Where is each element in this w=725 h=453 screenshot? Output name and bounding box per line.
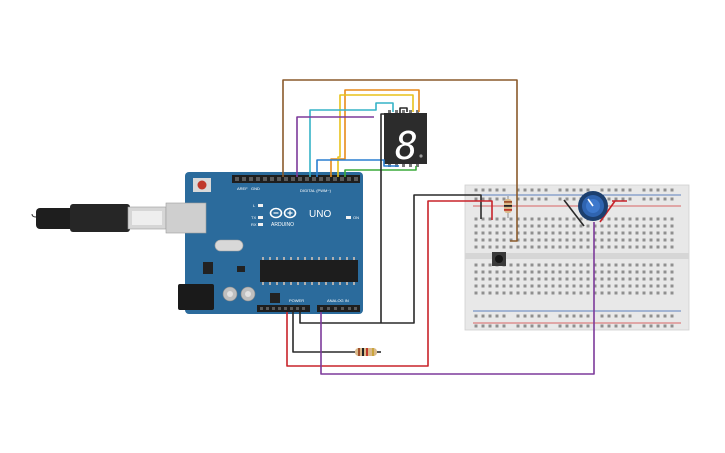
breadboard-holes: [474, 188, 674, 328]
gnd-label: GND: [251, 186, 260, 191]
wire-red-pot[interactable]: [599, 200, 627, 223]
uno-model-text: UNO: [309, 209, 331, 220]
analog-in-label: ANALOG IN: [327, 298, 349, 303]
aref-label: AREF: [237, 186, 248, 191]
arduino-uno-board[interactable]: DIGITAL (PWM~) AREF GND L TX RX ON ARDUI…: [165, 172, 363, 314]
resistor-bottom: [355, 348, 377, 356]
on-led-label: ON: [353, 215, 359, 220]
wire-blue[interactable]: [316, 159, 399, 177]
tx-label: TX: [251, 215, 256, 220]
power-header: [257, 305, 310, 312]
wire-orange[interactable]: [330, 89, 420, 177]
wire-purple-analog[interactable]: [320, 222, 595, 375]
wire-black-rail[interactable]: [299, 194, 482, 324]
l-led-label: L: [253, 203, 256, 208]
wire-brown[interactable]: [282, 79, 518, 242]
arduino-logo: [269, 207, 297, 219]
digital-pwm-label: DIGITAL (PWM~): [300, 188, 332, 193]
wire-black-pot[interactable]: [563, 199, 585, 227]
usb-cable[interactable]: [31, 204, 167, 232]
potentiometer[interactable]: [578, 191, 608, 221]
wire-red-5v[interactable]: [286, 200, 493, 367]
arduino-logo-text: ARDUINO: [271, 222, 294, 228]
microcontroller-chip: [260, 260, 358, 282]
breadboard-resistor: [504, 196, 512, 218]
pushbutton[interactable]: [492, 252, 506, 266]
display-digit: 8: [395, 124, 418, 168]
analog-header: [317, 305, 360, 312]
wire-black-gnd[interactable]: [292, 312, 355, 353]
wire-purple-top[interactable]: [296, 116, 374, 177]
digital-header: [232, 175, 360, 183]
wire-teal[interactable]: [309, 102, 394, 177]
rx-label: RX: [251, 222, 257, 227]
power-label: POWER: [289, 298, 304, 303]
potentiometer-knob-indicator: [587, 198, 594, 207]
power-jack: [178, 284, 214, 310]
seven-segment-display: 8: [384, 110, 427, 168]
wire-black-display[interactable]: [380, 107, 408, 323]
wires: [282, 79, 627, 375]
usb-port: [165, 202, 207, 234]
